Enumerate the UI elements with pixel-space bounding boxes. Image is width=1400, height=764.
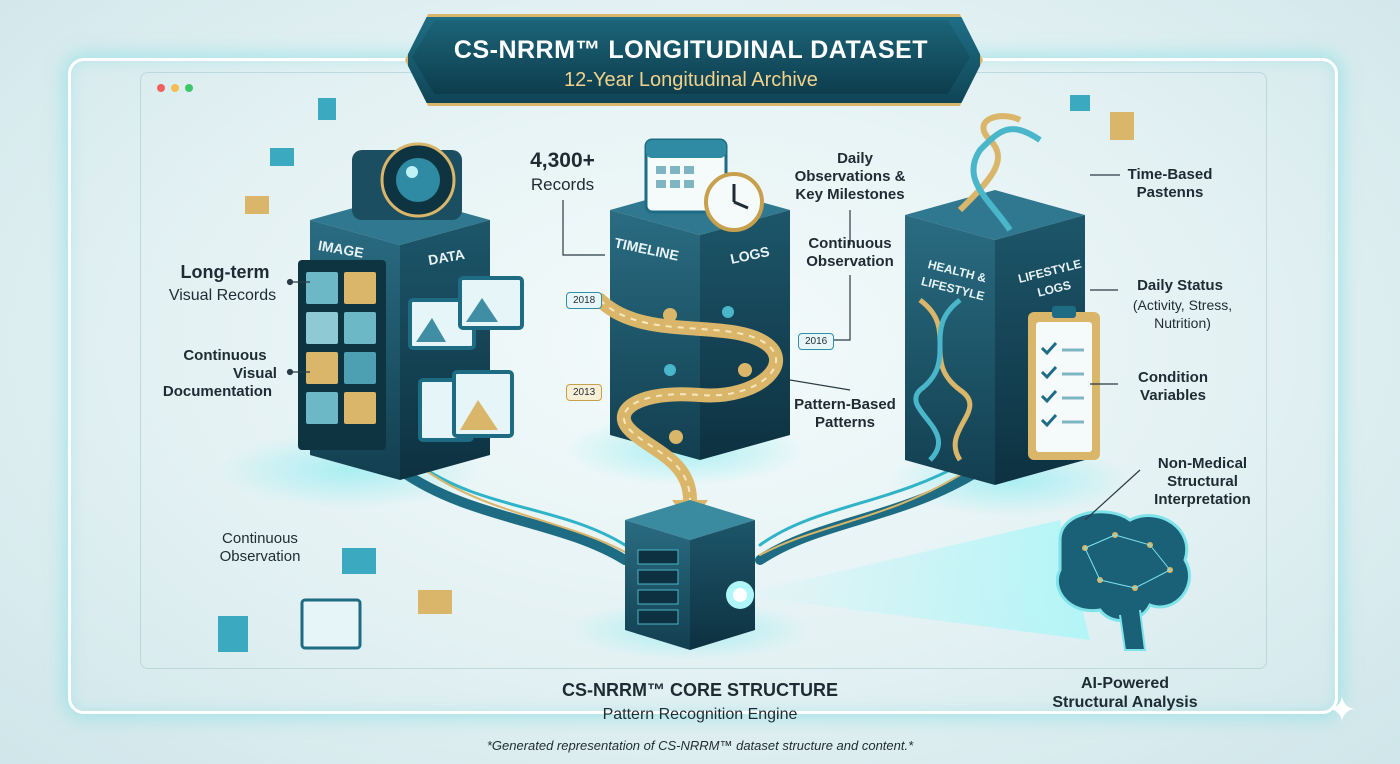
continuous-obs-line1: Continuous [222, 530, 298, 547]
connector-lines [286, 174, 1141, 521]
time-based-line2: Pastenns [1136, 184, 1204, 201]
page-subtitle: 12-Year Longitudinal Archive [564, 69, 818, 91]
maximize-dot[interactable] [185, 84, 193, 92]
daily-obs-line3: Key Milestones [795, 186, 905, 203]
timeline-logs-pillar [593, 138, 790, 526]
daily-status-line1: Daily Status [1137, 277, 1223, 294]
minimize-dot[interactable] [171, 84, 179, 92]
continuous-doc-line1: Continuous [183, 347, 267, 364]
daily-obs-line1: Daily [837, 150, 873, 167]
floating-folder-icons [218, 95, 1134, 652]
continuous-doc-line2: Visual [233, 365, 277, 382]
records-count: 4,300+ [530, 149, 595, 172]
daily-status-line2: (Activity, Stress, [1132, 297, 1233, 313]
continuous-doc-line3: Documentation [162, 383, 273, 400]
analysis-beam [740, 520, 1090, 640]
year-2013-marker: 2013 [566, 384, 603, 401]
longterm-subtitle: Visual Records [168, 287, 277, 304]
core-server [625, 500, 755, 650]
nonmedical-line2: Structural [1167, 473, 1238, 490]
page-title: CS-NRRM™ LONGITUDINAL DATASET [453, 36, 929, 64]
pattern-line2: Patterns [814, 414, 876, 431]
nonmedical-line1: Non-Medical [1157, 455, 1248, 472]
window-controls [157, 84, 193, 92]
image-data-pillar [298, 142, 524, 480]
daily-obs-line2: Observations & [794, 168, 906, 185]
core-title: CS-NRRM™ CORE STRUCTURE [562, 680, 838, 700]
pattern-line1: Pattern-Based [794, 396, 896, 413]
data-cables [395, 460, 985, 565]
close-dot[interactable] [157, 84, 165, 92]
ai-powered-line2: Structural Analysis [1052, 694, 1198, 711]
year-2016-marker: 2016 [798, 333, 835, 350]
time-based-line1: Time-Based [1127, 166, 1213, 183]
condition-line1: Condition [1138, 369, 1208, 386]
header-banner-inner [412, 20, 970, 94]
year-2018-marker: 2018 [566, 292, 603, 309]
sparkle-icon: ✦ [1326, 689, 1358, 730]
daily-status-line3: Nutrition) [1154, 315, 1211, 331]
ai-powered-line1: AI-Powered [1080, 675, 1169, 692]
brain-icon [1055, 510, 1192, 651]
footer-note: *Generated representation of CS-NRRM™ da… [486, 738, 914, 753]
core-subtitle: Pattern Recognition Engine [602, 706, 798, 723]
condition-line2: Variables [1140, 387, 1206, 404]
records-label: Records [530, 175, 595, 194]
middle-cont-obs-line1: Continuous [808, 235, 892, 252]
longterm-title: Long-term [180, 262, 270, 282]
middle-cont-obs-line2: Observation [806, 253, 894, 270]
continuous-obs-line2: Observation [219, 548, 301, 565]
health-lifestyle-pillar [905, 113, 1100, 485]
nonmedical-line3: Interpretation [1154, 491, 1251, 508]
